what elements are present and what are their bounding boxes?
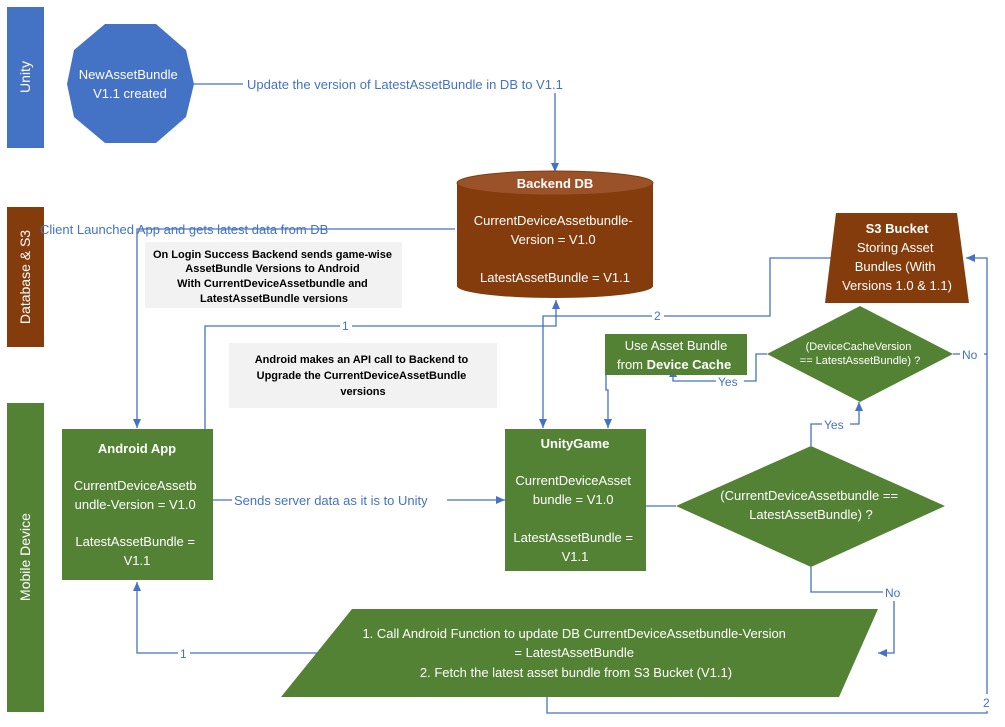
svg-text:S3 Bucket: S3 Bucket (866, 221, 930, 236)
svg-text:Storing Asset Bundles (W: Storing Asset Bundles (With Versions 1.0… (842, 240, 952, 293)
use-cache-from: from (617, 357, 647, 372)
node-action-steps: 1. Call Android Function to update DB Cu… (281, 609, 878, 697)
svg-text:CurrentDeviceAssetb undl: CurrentDeviceAssetb undle-Version = V1.0… (74, 478, 200, 568)
svg-text:(CurrentDeviceAssetbundle ==: (CurrentDeviceAssetbundle == LatestAsset… (720, 488, 901, 522)
svg-text:UnityGame: UnityGame (541, 436, 610, 451)
svg-text:Use Asset Bundle: Use Asset Bundle (625, 338, 728, 353)
node-use-device-cache: Use Asset Bundle from Device Cache (605, 334, 747, 375)
svg-text:Yes: Yes (824, 418, 844, 432)
lane-unity: Unity (7, 7, 44, 148)
edge-s3-to-unitygame (539, 257, 832, 428)
svg-text:CurrentDeviceAssetbundle-: CurrentDeviceAssetbundle- Version = V1.0… (474, 213, 637, 285)
edge-newbundle-to-db (190, 83, 559, 172)
edge-cache-decision-yes (669, 353, 767, 382)
svg-text:Unity: Unity (17, 61, 33, 93)
svg-text:1: 1 (180, 647, 187, 661)
edge-android-to-db (204, 300, 560, 430)
edge-action-to-s3 (546, 254, 988, 714)
svg-text:On Login Success Backend sends: On Login Success Backend sends game-wise… (153, 249, 395, 305)
edge-action-to-android (133, 582, 318, 654)
svg-text:Android makes an API call to B: Android makes an API call to Backend to … (255, 354, 472, 398)
svg-text:(DeviceCacheVersion == L: (DeviceCacheVersion == LatestAssetBundle… (800, 341, 920, 367)
svg-text:Database & S3: Database & S3 (17, 230, 33, 324)
lane-mobile-device: Mobile Device (7, 403, 44, 712)
node-new-asset-bundle: NewAssetBundle V1.1 created (67, 24, 194, 143)
svg-text:Backend DB: Backend DB (517, 176, 594, 191)
node-unity-game: UnityGame CurrentDeviceAsset bundle = V1… (505, 429, 646, 571)
svg-text:Yes: Yes (718, 375, 738, 389)
svg-text:No: No (885, 586, 901, 600)
edge-cache-to-unitygame (604, 375, 612, 428)
svg-text:Client Launched App and gets l: Client Launched App and gets latest data… (40, 222, 328, 237)
svg-text:1: 1 (342, 319, 349, 333)
svg-text:2: 2 (983, 696, 990, 710)
svg-text:from Device Cache: from Device Cache (617, 357, 731, 372)
lane-database-s3: Database & S3 (7, 207, 44, 347)
note-login-success: On Login Success Backend sends game-wise… (145, 242, 402, 308)
note-api-call: Android makes an API call to Backend to … (229, 343, 497, 408)
use-cache-bold: Device Cache (647, 357, 732, 372)
svg-text:2: 2 (654, 309, 661, 323)
edge-db-to-android (133, 228, 455, 428)
node-backend-db: Backend DB CurrentDeviceAssetbundle- Ver… (456, 170, 654, 298)
decision-device-cache: (DeviceCacheVersion == LatestAssetBundle… (767, 306, 953, 402)
decision-current-bundle: (CurrentDeviceAssetbundle == LatestAsset… (676, 446, 945, 567)
svg-text:Mobile Device: Mobile Device (17, 513, 33, 601)
svg-text:CurrentDeviceAsset bundl: CurrentDeviceAsset bundle = V1.0 LatestA… (513, 473, 636, 564)
svg-text:1. Call Android Function to up: 1. Call Android Function to update DB Cu… (362, 626, 789, 680)
node-android-app: Android App CurrentDeviceAssetb undle-Ve… (62, 429, 213, 580)
svg-text:NewAssetBundle V1.1 crea: NewAssetBundle V1.1 created (79, 67, 182, 101)
svg-text:No: No (962, 348, 978, 362)
edge-labels: Update the version of LatestAssetBundle … (40, 75, 993, 711)
svg-text:Sends server data as it is to: Sends server data as it is to Unity (234, 493, 428, 508)
svg-text:Android App: Android App (98, 441, 176, 456)
node-s3-bucket: S3 Bucket Storing Asset Bundles (With Ve… (825, 213, 969, 303)
svg-text:Update the version of LatestA: Update the version of LatestAssetBundle … (247, 77, 563, 92)
